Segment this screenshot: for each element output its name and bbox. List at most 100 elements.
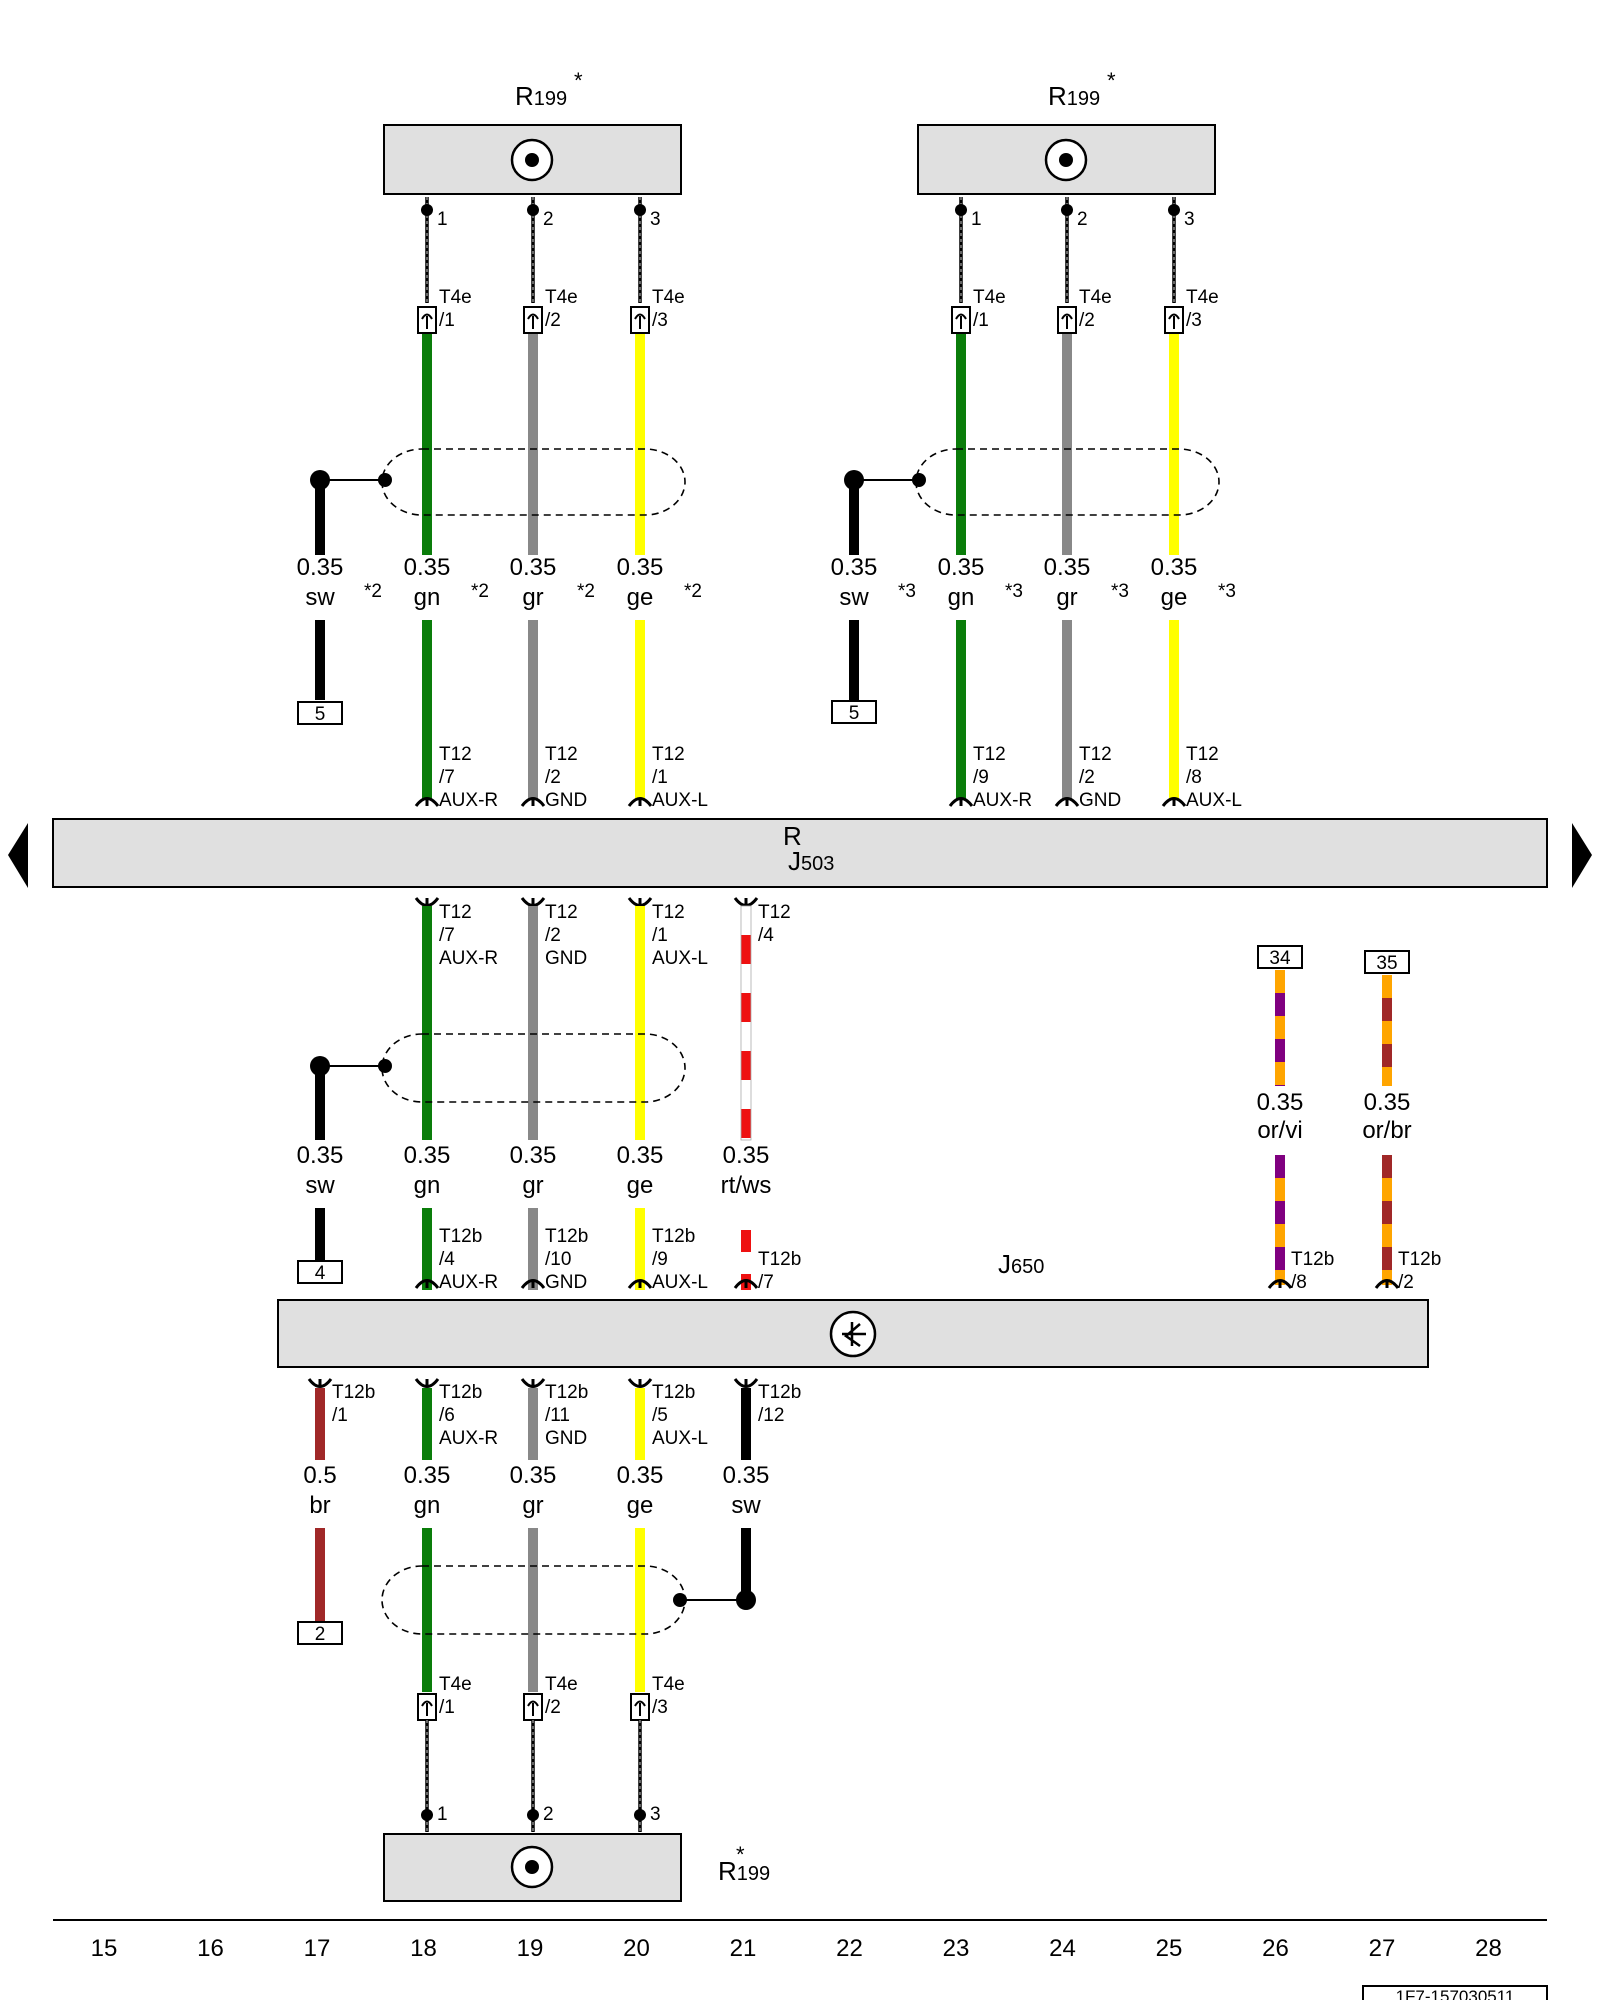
column-number: 18 [410, 1935, 437, 1962]
connector-pin-label: /12 [758, 1405, 784, 1426]
connector-pin-label: /8 [1186, 767, 1202, 788]
t4e-pin-label: /1 [973, 310, 989, 331]
reference-box-35 [1364, 950, 1410, 974]
connector-cup-icon [627, 797, 653, 807]
component-j503: R J503 [8, 818, 1592, 888]
wire-color-label: gr [1056, 584, 1077, 611]
connector-name-label: T12b [439, 1226, 482, 1247]
connector-pin-label: /2 [545, 925, 561, 946]
connector-cup-icon [414, 897, 440, 907]
wire-color-label: gr [522, 584, 543, 611]
connector-name-label: T12b [758, 1382, 801, 1403]
connector-pin-label: /2 [1079, 767, 1095, 788]
r199-top-left-label: R199 [515, 81, 567, 111]
speaker-pin-label: 3 [1184, 209, 1195, 230]
pin-dot [527, 204, 539, 216]
reference-box [297, 1260, 343, 1284]
wire-color-label: sw [305, 1172, 335, 1199]
wire-color-label: or/vi [1257, 1117, 1302, 1144]
connector-signal-label: AUX-R [439, 1272, 498, 1293]
t4e-name-label: T4e [439, 287, 472, 308]
wire-size-label: 0.35 [404, 1142, 451, 1169]
column-number: 23 [943, 1935, 970, 1962]
t4e-name-label: T4e [439, 1674, 472, 1695]
connector-signal-label: AUX-R [439, 1428, 498, 1449]
connector-pin-label: /2 [1398, 1272, 1414, 1293]
continuation-arrow-right-icon [1572, 823, 1592, 888]
connector-pin-label: /4 [439, 1249, 455, 1270]
wire-size-label: 0.35 [617, 1462, 664, 1489]
wire-size-label: 0.35 [297, 1142, 344, 1169]
pin-dot [421, 204, 433, 216]
wire-note-label: *3 [1111, 581, 1129, 602]
connector-cup-icon [733, 1378, 759, 1388]
r199-bottom-star: * [736, 1842, 745, 1867]
connector-signal-label: GND [545, 948, 587, 969]
t4e-pin-label: /2 [1079, 310, 1095, 331]
wire-color-label: or/br [1362, 1117, 1411, 1144]
t4e-plug-icon [1168, 313, 1180, 329]
t4e-name-label: T4e [973, 287, 1006, 308]
connector-name-label: T12 [1079, 744, 1112, 765]
connector-name-label: T12b [758, 1249, 801, 1270]
connector-name-label: T12 [1186, 744, 1219, 765]
column-number: 22 [836, 1935, 863, 1962]
j503-r-label: R [783, 821, 802, 851]
column-number: 15 [91, 1935, 118, 1962]
t4e-pin-label: /1 [439, 1697, 455, 1718]
wire-size-label: 0.35 [1044, 554, 1091, 581]
connector-signal-label: GND [1079, 790, 1121, 811]
component-r199-top-right: R199 * [917, 68, 1216, 195]
speaker-pin-label: 2 [1077, 209, 1088, 230]
t4e-plug-icon [955, 313, 967, 329]
column-number: 26 [1262, 1935, 1289, 1962]
t4e-pin-label: /1 [439, 310, 455, 331]
t4e-pin-label: /3 [1186, 310, 1202, 331]
column-number: 20 [623, 1935, 650, 1962]
j503-box [52, 818, 1548, 888]
shield-outline [381, 1565, 686, 1635]
wire-size-label: 0.35 [723, 1142, 770, 1169]
wire-size-label: 0.35 [297, 554, 344, 581]
connector-name-label: T12b [545, 1382, 588, 1403]
connector-name-label: T12b [1291, 1249, 1334, 1270]
shield-outline [915, 448, 1220, 516]
wire-size-label: 0.35 [510, 554, 557, 581]
connector-cup-icon [1374, 1279, 1400, 1289]
connector-name-label: T12 [439, 902, 472, 923]
connector-name-label: T12b [652, 1226, 695, 1247]
t4e-plug-icon [421, 1700, 433, 1716]
wire-color-label: gn [414, 1172, 441, 1199]
wire-note-label: *2 [471, 581, 489, 602]
pin-dot [1061, 204, 1073, 216]
speaker-pin-label: 1 [437, 1804, 448, 1825]
wire-size-label: 0.35 [617, 1142, 664, 1169]
connector-pin-label: /9 [973, 767, 989, 788]
speaker-pin-label: 2 [543, 1804, 554, 1825]
connector-cup-icon [307, 1378, 333, 1388]
connector-signal-label: GND [545, 1428, 587, 1449]
t4e-plug-icon [634, 1700, 646, 1716]
wire-size-label: 0.35 [938, 554, 985, 581]
connector-cup-icon [414, 1378, 440, 1388]
connector-cup-icon [414, 797, 440, 807]
continuation-arrow-left-icon [8, 823, 28, 888]
wire-note-label: *3 [898, 581, 916, 602]
connector-signal-label: AUX-L [652, 790, 708, 811]
connector-pin-label: /5 [652, 1405, 668, 1426]
connector-name-label: T12 [439, 744, 472, 765]
connector-signal-label: AUX-R [973, 790, 1032, 811]
speaker-icon [510, 1845, 554, 1889]
connector-cup-icon [948, 797, 974, 807]
connector-name-label: T12b [439, 1382, 482, 1403]
t4e-pin-label: /2 [545, 310, 561, 331]
r199-top-right-label: R199 [1048, 81, 1100, 111]
t4e-plug-icon [527, 313, 539, 329]
wire-size-label: 0.35 [1151, 554, 1198, 581]
connector-signal-label: AUX-R [439, 790, 498, 811]
connector-signal-label: AUX-L [1186, 790, 1242, 811]
wire-note-label: *3 [1218, 581, 1236, 602]
wire-size-label: 0.35 [1257, 1089, 1304, 1116]
connector-pin-label: /1 [652, 767, 668, 788]
